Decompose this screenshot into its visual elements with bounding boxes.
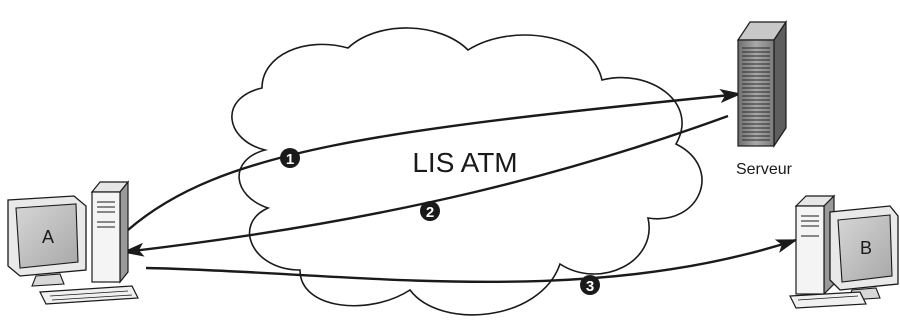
step-number-2: 2 (426, 204, 434, 221)
data-arrow-a-to-b (145, 238, 798, 284)
step-marker-1: 1 (280, 148, 300, 168)
computer-a-icon (7, 180, 139, 305)
request-arrow-a-to-server (127, 89, 742, 231)
step-number-3: 3 (586, 278, 594, 295)
network-label: LIS ATM (412, 147, 517, 178)
network-cloud (231, 27, 703, 316)
server-label: Serveur (736, 161, 793, 178)
reply-arrow-server-to-a (122, 114, 729, 257)
server-tower-icon (736, 20, 788, 148)
step-number-1: 1 (286, 151, 294, 168)
computer-b-icon (789, 194, 899, 309)
step-marker-2: 2 (420, 201, 440, 221)
computer-a-label: A (42, 227, 54, 247)
computer-b-label: B (860, 238, 872, 258)
step-marker-3: 3 (580, 275, 600, 295)
